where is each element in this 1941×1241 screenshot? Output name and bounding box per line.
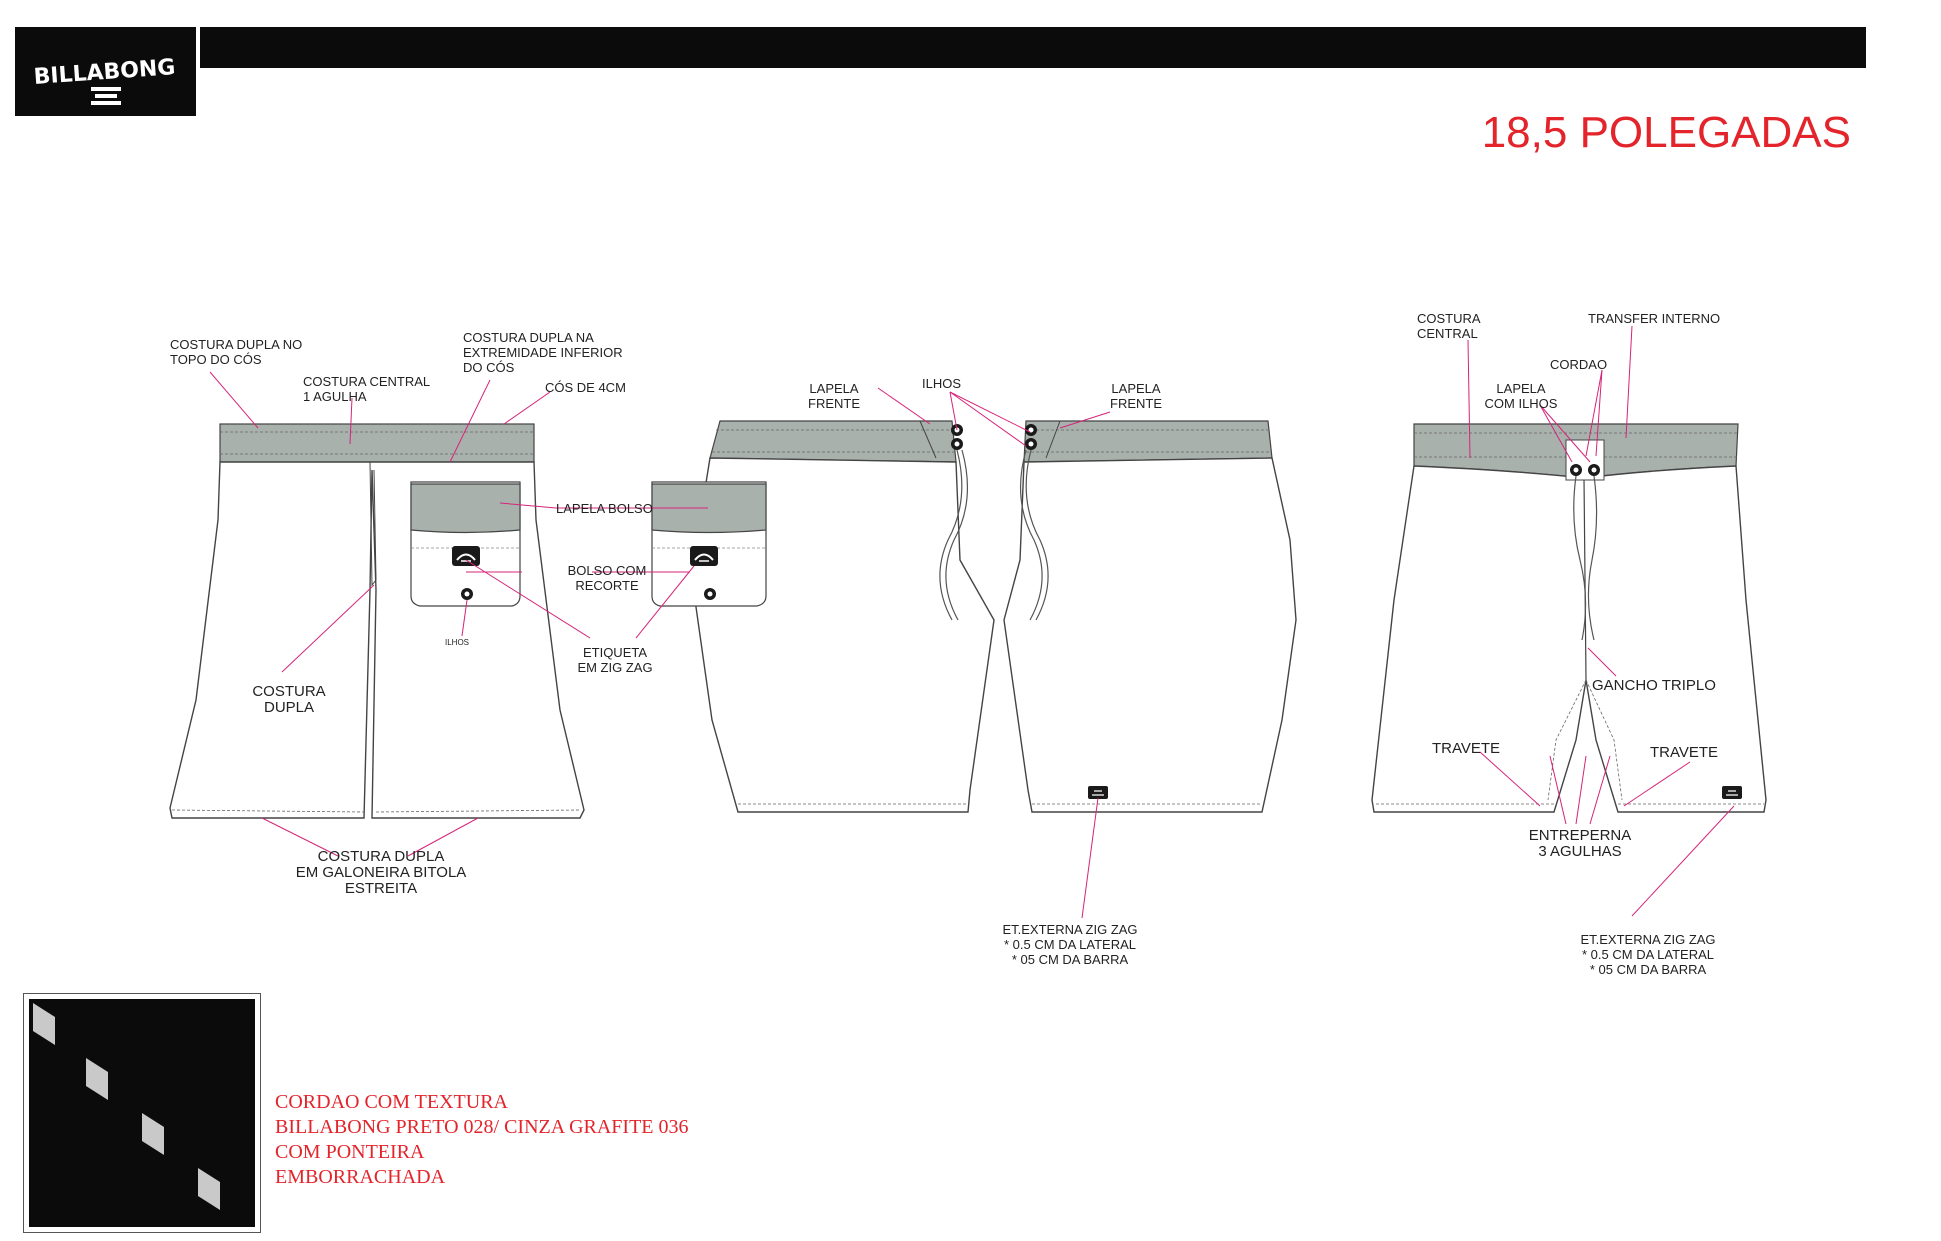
cord-swatch-frame xyxy=(23,993,261,1233)
label-lapela-bolso: LAPELA BOLSO xyxy=(556,501,653,516)
label-lapela-frente-right: LAPELA FRENTE xyxy=(1110,381,1162,411)
label-costura-dupla-topo: COSTURA DUPLA NO TOPO DO CÓS xyxy=(170,337,303,367)
side-view-right xyxy=(1003,420,1297,813)
billabong-logo-icon: BILLABONG xyxy=(33,55,176,105)
label-lapela-ilhos: LAPELA COM ILHOS xyxy=(1484,381,1558,411)
label-costura-dupla: COSTURA DUPLA xyxy=(252,683,326,716)
side-view-left xyxy=(651,420,995,813)
label-travete-right: TRAVETE xyxy=(1650,744,1719,761)
label-travete-left: TRAVETE xyxy=(1432,740,1501,757)
label-etiqueta: ETIQUETA EM ZIG ZAG xyxy=(577,645,653,675)
label-costura-central-back: COSTURA CENTRAL xyxy=(1417,311,1481,341)
front-view xyxy=(169,423,585,819)
billabong-logo: BILLABONG xyxy=(15,27,196,116)
label-cordao: CORDAO xyxy=(1550,357,1608,372)
label-gancho-triplo: GANCHO TRIPLO xyxy=(1592,677,1716,694)
cord-note-line: COM PONTEIRA xyxy=(275,1141,425,1163)
label-costura-dupla-inferior: COSTURA DUPLA NA EXTREMIDADE INFERIOR DO… xyxy=(463,330,623,375)
label-bolso-recorte: BOLSO COM RECORTE xyxy=(567,563,647,593)
label-costura-galoneira: COSTURA DUPLA EM GALONEIRA BITOLA ESTREI… xyxy=(295,848,467,897)
label-transfer-interno: TRANSFER INTERNO xyxy=(1588,311,1721,326)
size-title: 18,5 POLEGADAS xyxy=(1481,108,1851,157)
cord-note-line: BILLABONG PRETO 028/ CINZA GRAFITE 036 xyxy=(275,1116,689,1138)
back-view xyxy=(1371,423,1767,813)
label-et-externa-side: ET.EXTERNA ZIG ZAG * 0.5 CM DA LATERAL *… xyxy=(1002,922,1138,967)
label-lapela-frente-left: LAPELA FRENTE xyxy=(808,381,860,411)
header-bar xyxy=(200,27,1866,68)
label-entreperna: ENTREPERNA 3 AGULHAS xyxy=(1528,827,1632,860)
callout-lines xyxy=(209,325,1735,919)
cord-note-line: EMBORRACHADA xyxy=(275,1166,446,1188)
label-ilhos: ILHOS xyxy=(922,376,962,391)
label-ilhos-small: ILHOS xyxy=(445,638,470,647)
label-cos-4cm: CÓS DE 4CM xyxy=(545,380,626,395)
label-et-externa-back: ET.EXTERNA ZIG ZAG * 0.5 CM DA LATERAL *… xyxy=(1580,932,1716,977)
label-costura-central-front: COSTURA CENTRAL 1 AGULHA xyxy=(303,374,431,404)
cord-notes: CORDAO COM TEXTURA BILLABONG PRETO 028/ … xyxy=(275,1090,689,1190)
cord-note-line: CORDAO COM TEXTURA xyxy=(275,1091,508,1113)
cord-swatch-fill xyxy=(29,999,255,1227)
